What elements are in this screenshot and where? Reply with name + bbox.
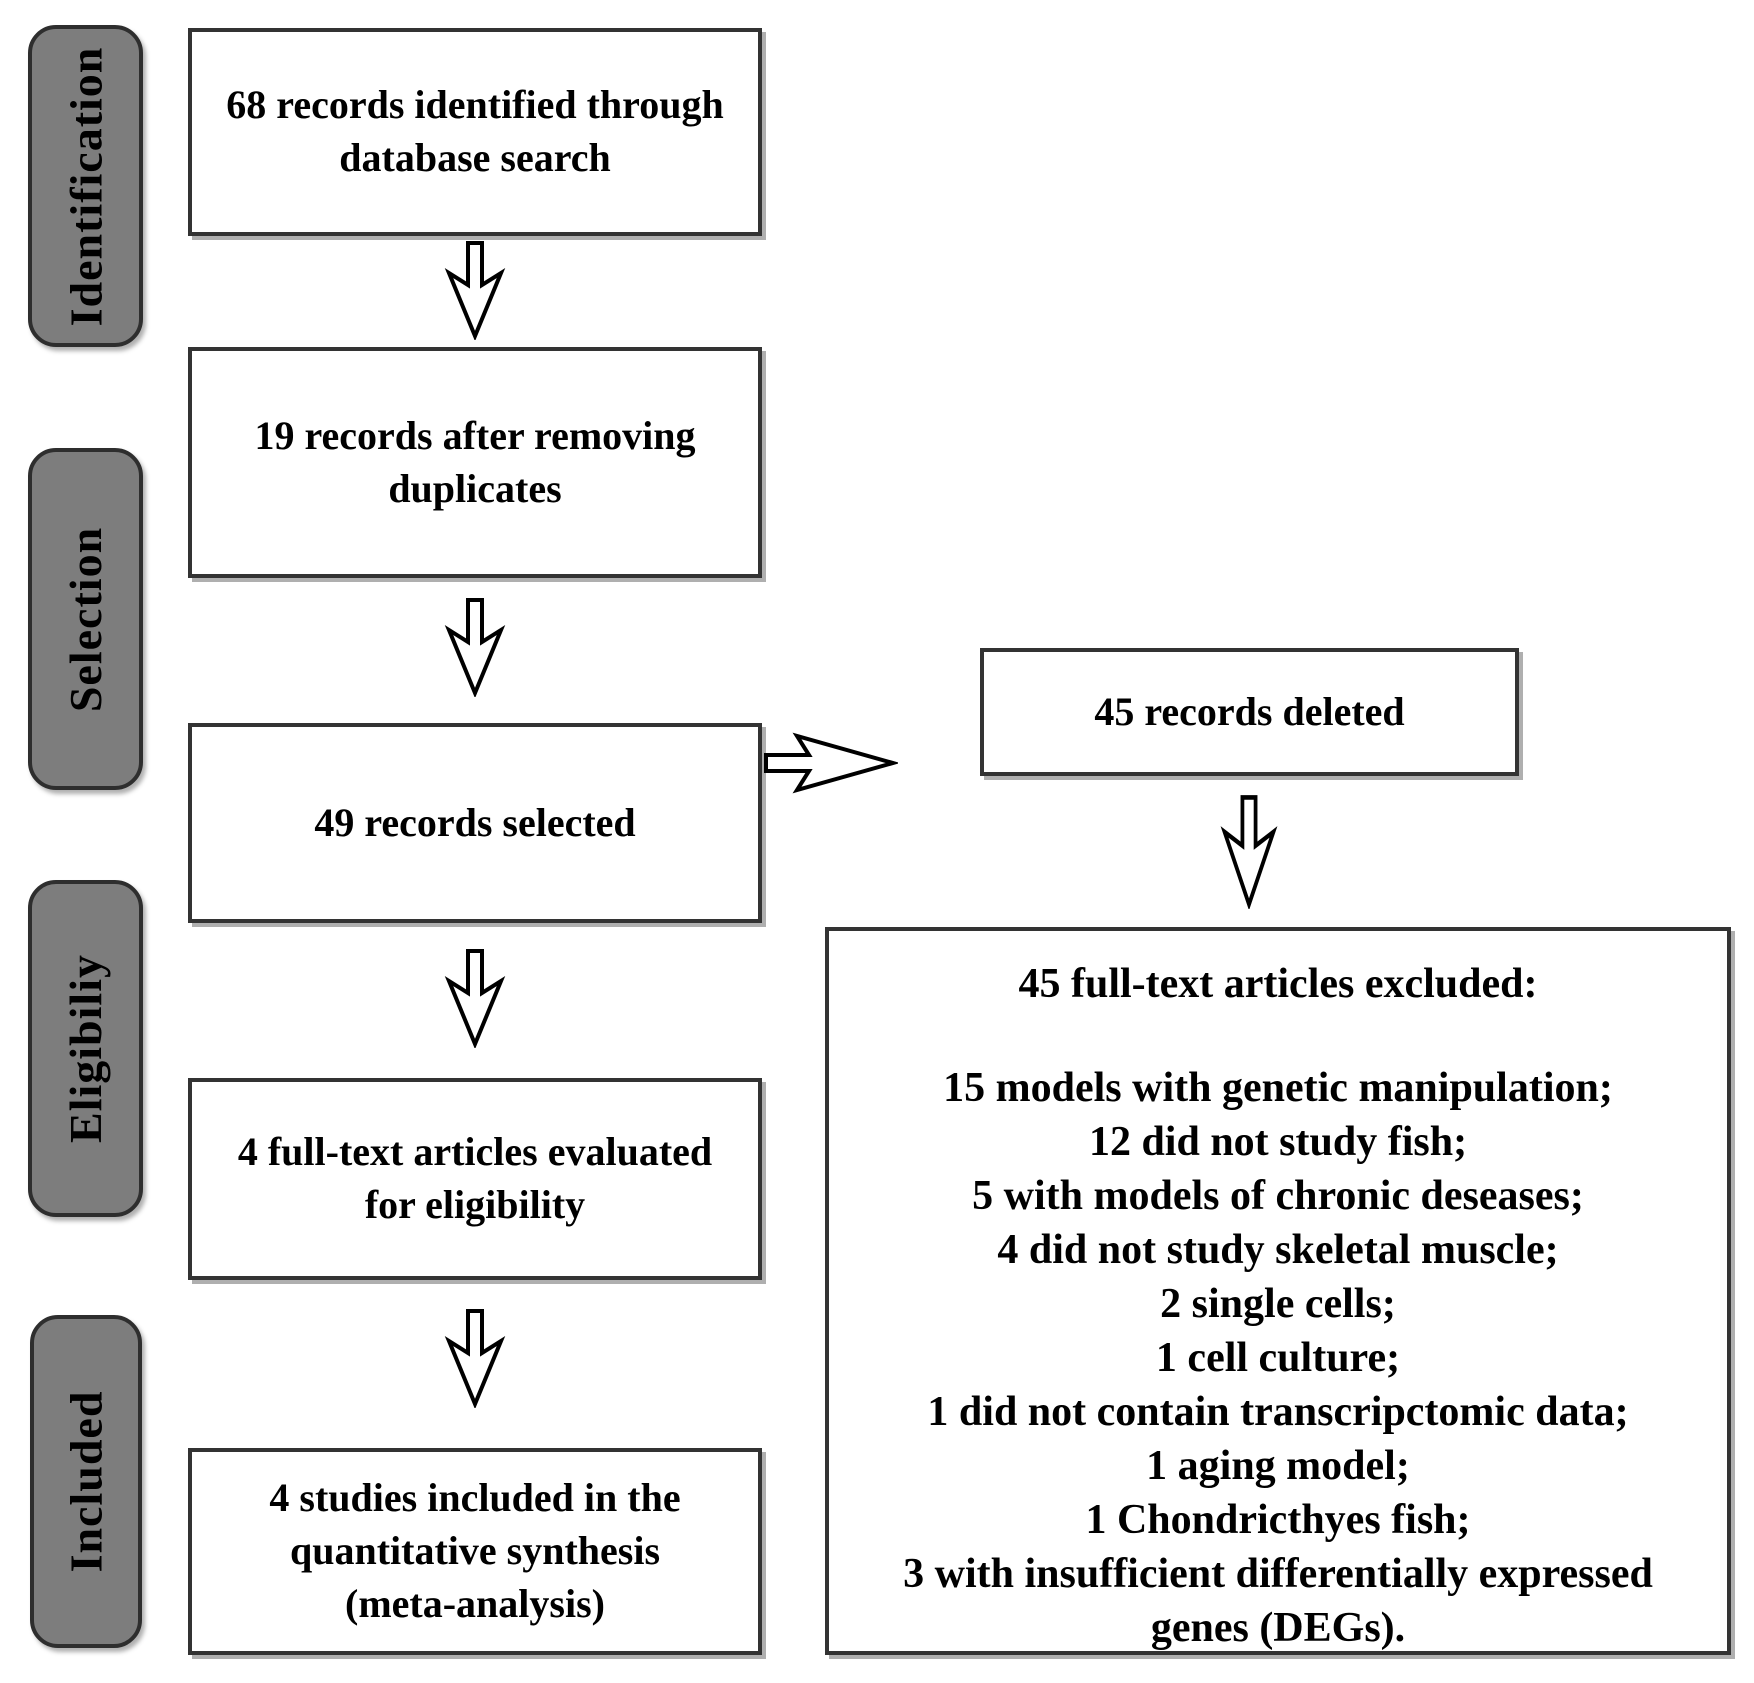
down-arrow-icon — [444, 241, 506, 340]
records-identified-box: 68 records identified through database s… — [188, 28, 762, 236]
studies-included-text: 4 studies included in the quantitative s… — [269, 1475, 681, 1626]
stage-identification: Identification — [28, 25, 143, 347]
down-arrow-icon — [444, 1309, 506, 1408]
excluded-reason: 5 with models of chronic deseases; — [972, 1173, 1584, 1219]
articles-excluded-box: 45 full-text articles excluded: 15 model… — [825, 927, 1731, 1655]
records-after-duplicates-text: 19 records after removing duplicates — [254, 412, 696, 511]
down-arrow-icon — [1220, 795, 1278, 909]
stage-selection-label: Selection — [60, 526, 112, 712]
excluded-reason: 1 did not contain transcripctomic data; — [927, 1389, 1629, 1435]
stage-selection: Selection — [28, 448, 143, 790]
stage-included: Included — [30, 1315, 142, 1648]
articles-evaluated-text: 4 full-text articles evaluated for eligi… — [237, 1129, 713, 1227]
stage-eligibility-label: Eligibiliy — [60, 954, 112, 1143]
excluded-reason: 15 models with genetic manipulation; — [943, 1065, 1613, 1111]
stage-identification-label: Identification — [60, 46, 111, 326]
excluded-reasons-list: 15 models with genetic manipulation; 12 d… — [837, 1061, 1719, 1655]
articles-excluded-header: 45 full-text articles excluded: — [1018, 961, 1538, 1007]
excluded-reason: 3 with insufficient differentially expre… — [903, 1551, 1653, 1651]
right-arrow-icon — [764, 732, 898, 794]
records-identified-text: 68 records identified through database s… — [226, 82, 724, 180]
records-selected-text: 49 records selected — [314, 799, 636, 845]
studies-included-box: 4 studies included in the quantitative s… — [188, 1448, 762, 1655]
excluded-reason: 2 single cells; — [1160, 1281, 1396, 1327]
down-arrow-icon — [444, 949, 506, 1048]
records-after-duplicates-box: 19 records after removing duplicates — [188, 347, 762, 578]
excluded-reason: 4 did not study skeletal muscle; — [997, 1227, 1559, 1273]
stage-included-label: Included — [60, 1390, 112, 1573]
records-selected-box: 49 records selected — [188, 723, 762, 923]
articles-evaluated-box: 4 full-text articles evaluated for eligi… — [188, 1078, 762, 1280]
excluded-reason: 1 Chondricthyes fish; — [1085, 1497, 1471, 1543]
excluded-reason: 12 did not study fish; — [1088, 1119, 1468, 1165]
stage-eligibility: Eligibiliy — [28, 880, 143, 1217]
down-arrow-icon — [444, 598, 506, 697]
records-deleted-text: 45 records deleted — [1094, 688, 1405, 734]
excluded-reason: 1 cell culture; — [1155, 1335, 1401, 1381]
excluded-reason: 1 aging model; — [1146, 1443, 1410, 1489]
records-deleted-box: 45 records deleted — [980, 648, 1519, 776]
